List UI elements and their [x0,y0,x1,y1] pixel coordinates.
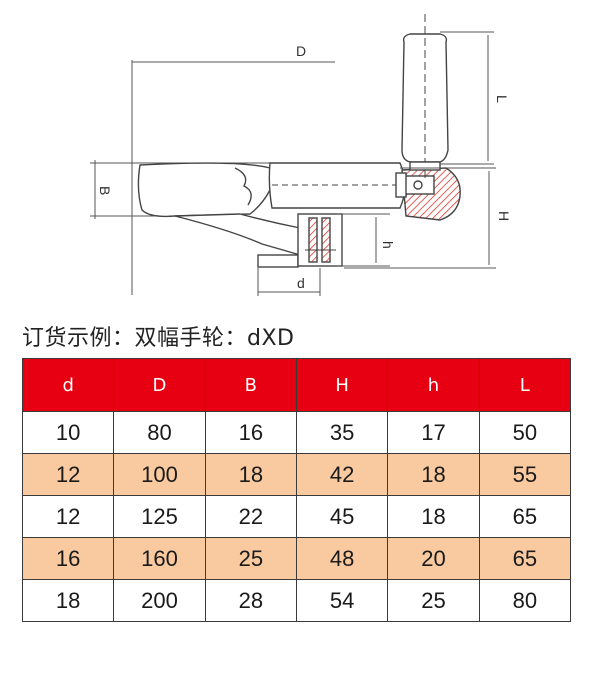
table-cell: 28 [204,579,297,622]
handwheel-technical-drawing: D B d h [90,14,512,296]
rim-grip [268,162,406,209]
wheel-spoke [174,213,301,256]
table-cell: 17 [387,411,480,454]
wheel-rim [137,162,271,218]
table-cell: 10 [21,411,115,454]
label-H: H [496,211,512,221]
table-cell: 16 [204,411,297,454]
table-cell: 50 [478,411,572,454]
table-cell: 22 [204,495,297,538]
table-cell: 160 [113,537,206,580]
dimension-H [344,167,496,269]
table-cell: 18 [21,579,115,622]
order-example-caption: 订货示例：双幅手轮：dXD [22,326,295,351]
header-H: H [295,358,389,412]
label-L: L [494,95,510,103]
table-cell: 45 [295,495,389,538]
table-cell: 200 [113,579,206,622]
table-cell: 100 [113,453,206,496]
label-B: B [97,186,113,195]
crank-handle [401,14,449,178]
header-d: d [21,358,115,412]
table-cell: 42 [295,453,389,496]
table-cell: 12 [21,453,115,496]
table-cell: 25 [387,579,480,622]
table-cell: 55 [478,453,572,496]
dimension-h [336,213,390,267]
table-cell: 25 [204,537,297,580]
table-row: 12 100 18 42 18 55 [21,453,572,496]
dimension-d [257,268,321,296]
table-cell: 20 [387,537,480,580]
dimension-D [131,60,335,295]
table-row: 16 160 25 48 20 65 [21,537,572,580]
table-cell: 12 [21,495,115,538]
header-L: L [478,358,572,412]
table-cell: 80 [478,579,572,622]
crank-section [395,167,461,221]
table-cell: 18 [204,453,297,496]
table-header-row: d D B H h L [21,358,572,412]
table-cell: 16 [21,537,115,580]
table-cell: 125 [113,495,206,538]
table-row: 18 200 28 54 25 80 [21,579,572,622]
label-h: h [380,241,396,249]
table-cell: 65 [478,537,572,580]
header-h: h [387,358,480,412]
label-D: D [296,43,306,59]
table-row: 10 80 16 35 17 50 [21,411,572,454]
table-cell: 18 [387,495,480,538]
table-cell: 65 [478,495,572,538]
table-cell: 48 [295,537,389,580]
header-B: B [204,358,297,412]
table-cell: 18 [387,453,480,496]
wheel-hub [257,213,343,268]
header-D: D [113,358,206,412]
table-cell: 54 [295,579,389,622]
dimension-L [440,31,494,165]
table-cell: 35 [295,411,389,454]
table-cell: 80 [113,411,206,454]
label-d: d [297,275,305,291]
spec-table: d D B H h L 10 80 16 35 17 50 12 100 18 … [21,358,572,622]
table-row: 12 125 22 45 18 65 [21,495,572,538]
